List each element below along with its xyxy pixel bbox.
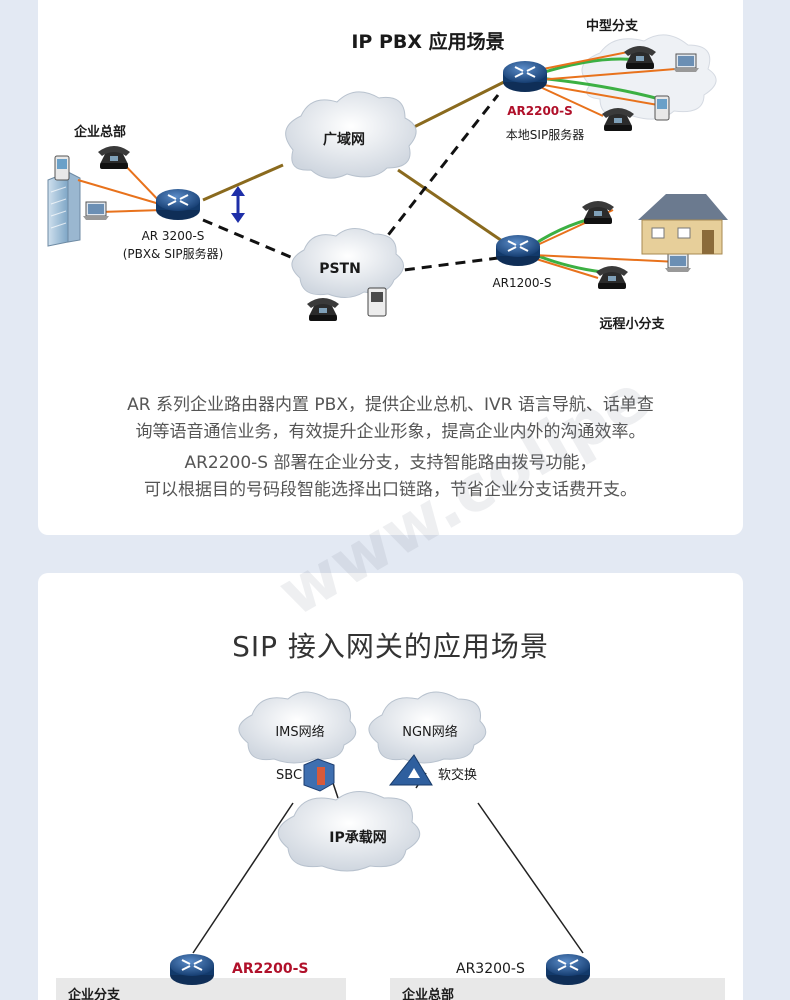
softswitch-label: 软交换: [438, 767, 477, 783]
double-arrow-icon: [231, 186, 245, 223]
remote-laptop-icon: [664, 253, 692, 273]
ngn-label: NGN网络: [402, 724, 458, 740]
mid-pda-icon: [654, 95, 670, 121]
softswitch-icon: [388, 754, 433, 786]
sbc-label: SBC: [276, 768, 302, 783]
ar3200-router-icon: [155, 188, 201, 221]
hq-label-2: 企业总部: [401, 987, 454, 1000]
mid-branch-label: 中型分支: [586, 18, 639, 34]
ims-label: IMS网络: [275, 724, 324, 740]
branch-box: [56, 978, 346, 1000]
remote-phone-icon-2: [596, 266, 628, 289]
hq-laptop-icon: [82, 201, 110, 221]
sip-ar3200-router-icon: [545, 953, 591, 986]
sip-title: SIP 接入网关的应用场景: [232, 630, 549, 663]
pstn-mobile-icon: [367, 287, 387, 317]
ippbx-description: AR 系列企业路由器内置 PBX，提供企业总机、IVR 语言导航、话单查 询等语…: [58, 392, 723, 504]
pstn-phone-icon: [307, 298, 339, 321]
pstn-cloud: PSTN: [291, 228, 404, 298]
sip-card: SIP 接入网关的应用场景 IMS网络 NGN网络 SBC 软交换: [38, 573, 743, 1000]
remote-branch-label: 远程小分支: [599, 316, 665, 332]
hq-box: [390, 978, 725, 1000]
ar2200-label: AR2200-S: [507, 104, 573, 118]
branch-label: 企业分支: [67, 987, 121, 1000]
ar3200-sub-label: (PBX& SIP服务器): [123, 246, 224, 261]
sip-ar3200-label: AR3200-S: [456, 961, 525, 977]
ims-cloud: IMS网络: [238, 691, 357, 764]
ip-bearer-label: IP承载网: [329, 829, 386, 846]
ippbx-diagram: IP PBX 应用场景 广域网 PSTN: [47, 18, 728, 332]
sip-diagram: IMS网络 NGN网络 SBC 软交换 IP承载网 企业分支 企业总部 E1: [56, 691, 725, 1000]
ar2200-sub-label: 本地SIP服务器: [506, 127, 584, 142]
desc-line-1: AR 系列企业路由器内置 PBX，提供企业总机、IVR 语言导航、话单查: [127, 395, 654, 415]
hq-phone-icon: [98, 146, 130, 169]
desc-line-4: 可以根据目的号码段智能选择出口链路，节省企业分支话费开支。: [144, 480, 637, 500]
ar1200-router-icon: [495, 234, 541, 267]
ngn-cloud: NGN网络: [368, 691, 487, 764]
desc-line-3: AR2200-S 部署在企业分支，支持智能路由拨号功能，: [184, 453, 597, 473]
hq-building-icon: [47, 171, 81, 247]
sbc-device-icon: [303, 758, 335, 792]
ar3200-label: AR 3200-S: [142, 229, 205, 243]
hq-pda-icon: [54, 155, 70, 181]
ar2200-router-icon: [502, 60, 548, 93]
mid-branch-cloud: [581, 34, 717, 120]
wan-cloud: 广域网: [285, 91, 417, 179]
desc-line-2: 询等语音通信业务，有效提升企业形象，提高企业内外的沟通效率。: [135, 422, 646, 442]
pstn-label: PSTN: [319, 261, 361, 277]
house-icon: [638, 194, 728, 255]
sip-ar2200-router-icon: [169, 953, 215, 986]
mid-laptop-icon: [672, 53, 700, 73]
hq-label: 企业总部: [73, 124, 126, 140]
wan-label: 广域网: [323, 131, 365, 148]
sip-ar2200-label: AR2200-S: [232, 961, 308, 977]
ippbx-title: IP PBX 应用场景: [351, 30, 504, 53]
ip-bearer-cloud: IP承载网: [278, 791, 421, 872]
mid-phone-icon-2: [602, 108, 634, 131]
ar1200-label: AR1200-S: [492, 276, 551, 290]
ippbx-card: IP PBX 应用场景 广域网 PSTN: [38, 0, 743, 535]
